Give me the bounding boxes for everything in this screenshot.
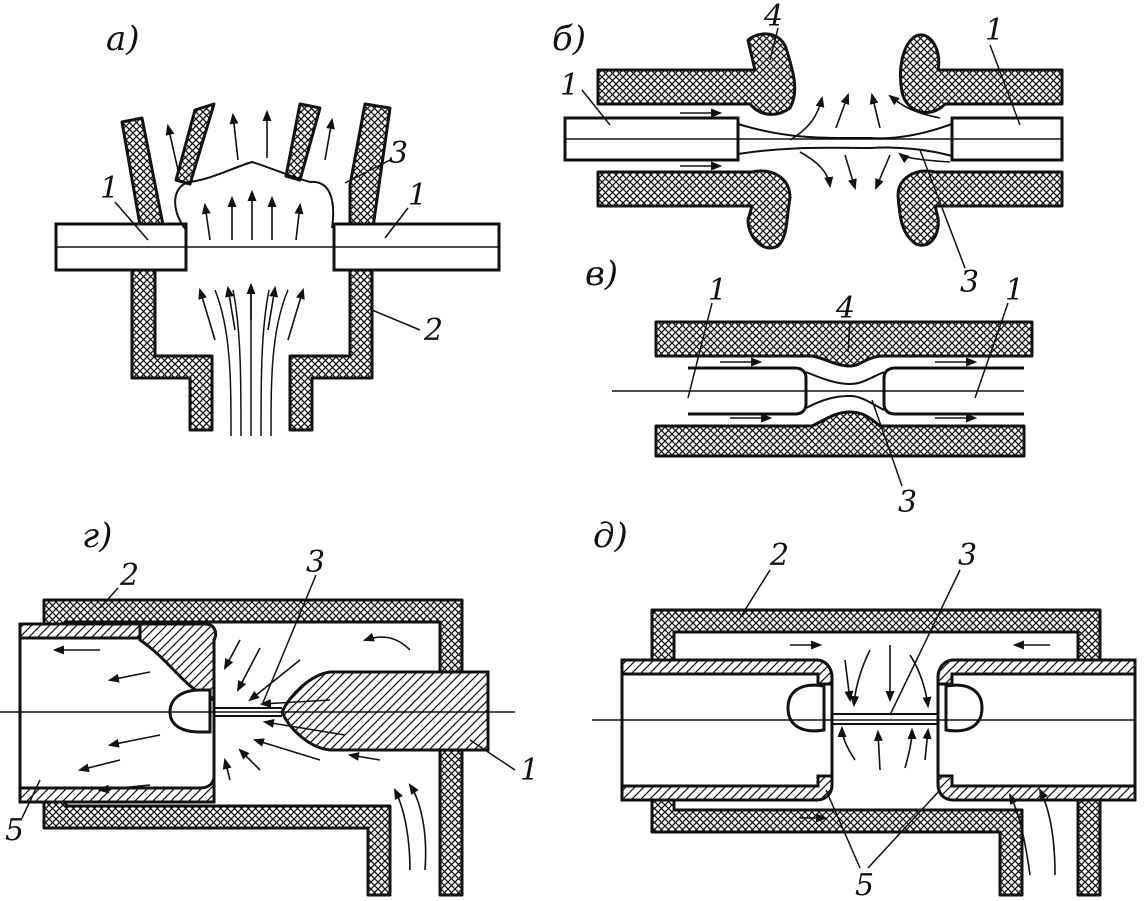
panel-v-callout-1-left: 1 [708, 273, 727, 308]
panel-v-wall-bottom [654, 410, 1026, 458]
panel-b: б) 4 1 1 3 [552, 0, 1064, 300]
panel-v-wall-top [654, 320, 1034, 368]
panel-g: г) [0, 516, 539, 897]
panel-v-callout-4: 4 [835, 291, 855, 326]
panel-b-callout-1-left: 1 [560, 68, 579, 103]
panel-g-callout-2: 2 [119, 558, 139, 593]
panel-a-callout-1-left: 1 [100, 171, 119, 206]
panel-a: а) [54, 19, 501, 437]
panel-a-callout-2: 2 [423, 313, 443, 348]
panel-b-letter: б) [552, 19, 586, 59]
panel-a-flow [165, 109, 335, 437]
panel-v-callout-3: 3 [898, 485, 917, 520]
panel-b-flow [680, 92, 951, 191]
panel-a-membrane [174, 160, 335, 231]
panel-v-callout-1-right: 1 [1005, 273, 1024, 308]
panel-b-callout-3: 3 [960, 265, 979, 300]
panel-b-callout-1-right: 1 [985, 13, 1004, 48]
panel-g-membrane [214, 707, 282, 717]
panel-g-callout-5: 5 [5, 813, 24, 848]
panel-d-letter: д) [593, 516, 628, 556]
panel-d-housing [650, 608, 1102, 662]
panel-d-flow [790, 640, 1056, 876]
panel-d: д) 2 [592, 516, 1137, 901]
panel-b-wall-top [596, 32, 797, 116]
panel-v-membrane [805, 371, 885, 386]
panel-a-callout-3: 3 [389, 136, 408, 171]
panel-g-flow [52, 632, 427, 871]
panel-g-callout-3: 3 [306, 545, 325, 580]
panel-d-membrane [832, 713, 938, 725]
panel-g-electrode-1 [280, 670, 490, 752]
panel-v-flow [720, 357, 978, 423]
panel-b-wall-bottom [596, 169, 792, 250]
panel-g-callout-1: 1 [520, 753, 539, 788]
panel-a-letter: а) [106, 19, 140, 59]
panel-b-membrane [737, 123, 953, 140]
panel-d-callout-2: 2 [769, 538, 789, 573]
panel-g-letter: г) [82, 516, 112, 556]
panel-b-callout-4: 4 [763, 0, 783, 34]
panel-d-callout-3: 3 [958, 538, 977, 573]
panel-v-letter: в) [585, 254, 618, 294]
panel-v: в) 4 1 1 3 [585, 254, 1034, 520]
panel-d-callout-5: 5 [855, 868, 874, 901]
panel-a-callout-1-right: 1 [408, 178, 427, 213]
panel-a-housing [130, 266, 214, 432]
